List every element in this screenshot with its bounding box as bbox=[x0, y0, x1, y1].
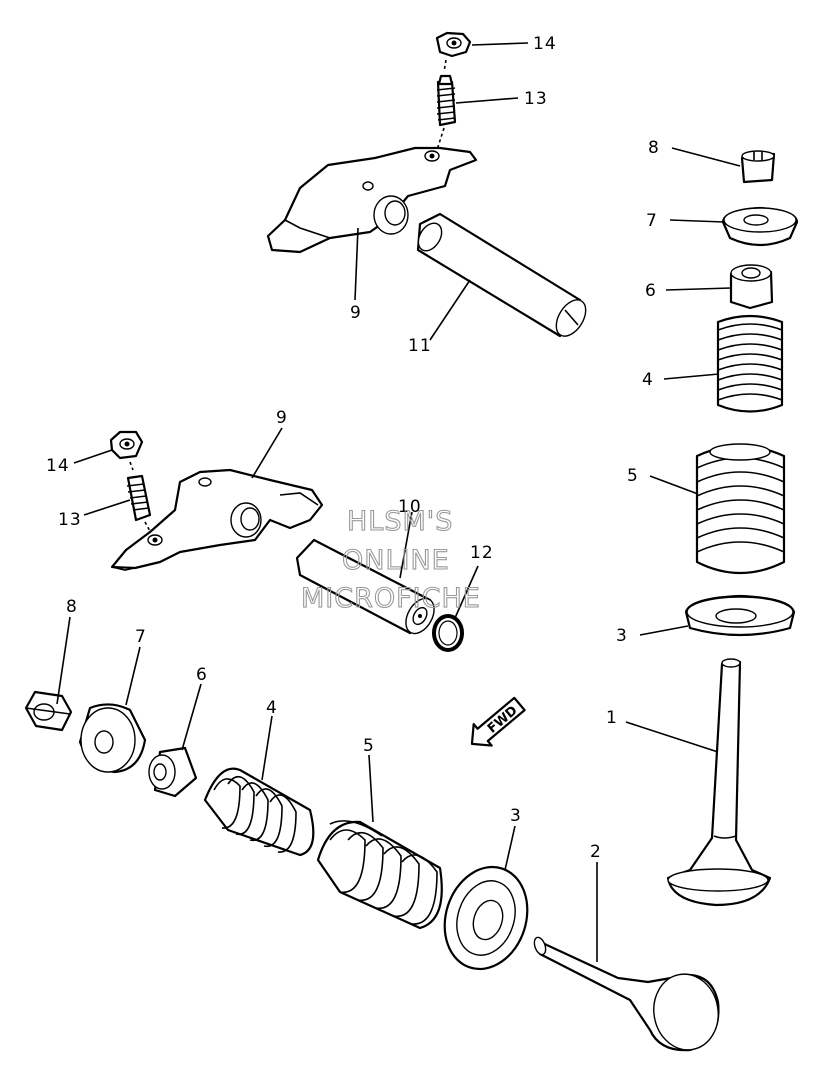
callout-3-left: 3 bbox=[510, 806, 522, 826]
forward-direction-arrow: FWD bbox=[470, 696, 526, 747]
rocker-shaft-part-10[interactable] bbox=[295, 538, 440, 638]
callout-1: 1 bbox=[606, 708, 618, 728]
valve-part-1[interactable] bbox=[666, 658, 772, 907]
callout-5-left: 5 bbox=[363, 736, 375, 756]
adjusting-screw-part-13-left[interactable] bbox=[126, 461, 153, 536]
callout-14-left: 14 bbox=[46, 456, 70, 476]
callout-13-left: 13 bbox=[58, 510, 82, 530]
inner-spring-part-4-right[interactable] bbox=[716, 314, 784, 413]
callout-7-right: 7 bbox=[646, 211, 658, 231]
adjusting-screw-part-13-top[interactable] bbox=[436, 59, 457, 151]
watermark-line-1: HLSM'S bbox=[347, 506, 453, 537]
callout-4-left: 4 bbox=[266, 698, 278, 718]
valve-part-2[interactable] bbox=[532, 936, 724, 1055]
stem-seal-part-6-right[interactable] bbox=[729, 264, 774, 310]
callout-2: 2 bbox=[590, 842, 602, 862]
rocker-arm-part-9-top[interactable] bbox=[266, 146, 478, 254]
callout-8-right: 8 bbox=[648, 138, 660, 158]
valve-cotter-part-8-left[interactable] bbox=[24, 690, 73, 732]
nut-part-14-top[interactable] bbox=[435, 31, 472, 58]
callout-5-right: 5 bbox=[627, 466, 639, 486]
o-ring-part-12[interactable] bbox=[432, 614, 464, 652]
callout-11: 11 bbox=[408, 336, 432, 356]
spring-seat-part-3-left[interactable] bbox=[432, 856, 540, 980]
callout-13-top: 13 bbox=[524, 89, 548, 109]
callout-7-left: 7 bbox=[135, 627, 147, 647]
spring-retainer-part-7-right[interactable] bbox=[721, 206, 799, 247]
spring-seat-part-3-right[interactable] bbox=[684, 594, 796, 637]
callout-6-left: 6 bbox=[196, 665, 208, 685]
rocker-shaft-part-11[interactable] bbox=[414, 212, 592, 341]
callout-9-mid: 9 bbox=[276, 408, 288, 428]
callout-10: 10 bbox=[398, 497, 422, 517]
callout-labels: 14 13 9 11 8 7 6 4 5 3 1 9 14 13 10 12 8… bbox=[46, 34, 660, 862]
leader-lines bbox=[56, 42, 741, 962]
watermark-line-3: MICROFICHE bbox=[301, 583, 481, 614]
rocker-arm-part-9-mid[interactable] bbox=[110, 468, 324, 571]
callout-3-right: 3 bbox=[616, 626, 628, 646]
inner-spring-part-4-left[interactable] bbox=[203, 767, 315, 857]
callout-8-left: 8 bbox=[66, 597, 78, 617]
callout-9-top: 9 bbox=[350, 303, 362, 323]
callout-14-top: 14 bbox=[533, 34, 557, 54]
outer-spring-part-5-left[interactable] bbox=[316, 820, 443, 930]
outer-spring-part-5-right[interactable] bbox=[695, 443, 786, 575]
callout-4-right: 4 bbox=[642, 370, 654, 390]
stem-seal-part-6-left[interactable] bbox=[148, 746, 198, 798]
callout-12: 12 bbox=[470, 543, 494, 563]
nut-part-14-left[interactable] bbox=[109, 430, 144, 460]
valve-cotter-part-8-right[interactable] bbox=[740, 150, 776, 184]
watermark-line-2: ONLINE bbox=[342, 545, 450, 576]
spring-retainer-part-7-left[interactable] bbox=[78, 703, 147, 774]
watermark: HLSM'S ONLINE MICROFICHE bbox=[300, 505, 481, 614]
callout-6-right: 6 bbox=[645, 281, 657, 301]
